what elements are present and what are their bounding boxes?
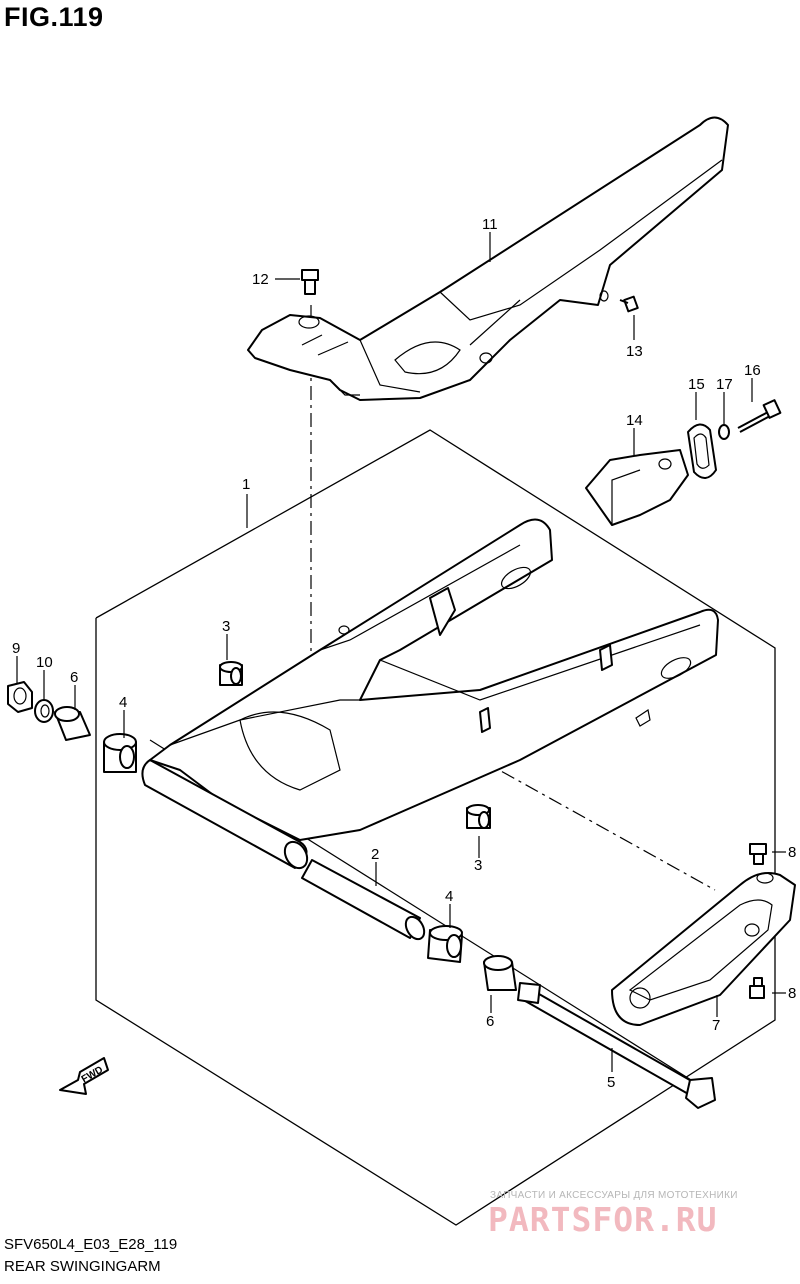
callout-13: 13 [626, 343, 643, 360]
callout-4-right: 4 [445, 888, 453, 905]
callout-16: 16 [744, 362, 761, 379]
callout-15: 15 [688, 376, 705, 393]
swingarm-pivot-tube [141, 759, 309, 870]
fwd-label: FWD [80, 1064, 105, 1085]
bolt-part-12[interactable] [301, 269, 319, 295]
callout-2: 2 [371, 846, 379, 863]
end-plate-part-15[interactable] [687, 423, 717, 479]
callout-5: 5 [607, 1074, 615, 1091]
chain-cover-part-11[interactable] [247, 116, 729, 401]
bolt-part-8-bottom[interactable] [749, 977, 765, 999]
callout-17: 17 [716, 376, 733, 393]
callout-8-top: 8 [788, 844, 796, 861]
diagram-name: REAR SWINGINGARM [4, 1258, 161, 1275]
washer-part-17[interactable] [718, 424, 730, 440]
model-code: SFV650L4_E03_E28_119 [4, 1236, 178, 1253]
washer-part-10[interactable] [34, 699, 54, 723]
bolt-part-8-top[interactable] [749, 843, 767, 865]
chain-adjuster-part-14[interactable] [585, 449, 689, 526]
spacer-part-6-right[interactable] [483, 955, 517, 991]
chain-guide-part-7[interactable] [611, 872, 796, 1026]
bearing-part-4-right[interactable] [427, 925, 463, 963]
callout-8-bottom: 8 [788, 985, 796, 1002]
collar-part-2[interactable] [301, 859, 428, 942]
callout-11: 11 [482, 216, 498, 233]
callout-9: 9 [12, 640, 20, 657]
figure-title: FIG.119 [4, 2, 104, 32]
pivot-shaft-part-5[interactable] [517, 982, 716, 1109]
callout-6-right: 6 [486, 1013, 494, 1030]
bolt-part-13[interactable] [619, 295, 639, 313]
forward-direction-arrow: FWD [59, 1057, 109, 1095]
nut-part-9[interactable] [7, 681, 33, 713]
bearing-part-4-left[interactable] [103, 733, 137, 773]
callout-6-left: 6 [70, 669, 78, 686]
callout-1: 1 [242, 476, 250, 493]
bushing-part-3-bottom[interactable] [466, 804, 491, 829]
watermark-tagline: ЗАПЧАСТИ И АКСЕССУАРЫ ДЛЯ МОТОТЕХНИКИ [490, 1190, 738, 1201]
swingarm-body[interactable] [149, 518, 719, 841]
callout-7: 7 [712, 1017, 720, 1034]
callout-3-bottom: 3 [474, 857, 482, 874]
spacer-part-6-left[interactable] [54, 706, 91, 741]
callout-10: 10 [36, 654, 53, 671]
watermark-brand: PARTSFOR.RU [488, 1200, 718, 1239]
callout-12: 12 [252, 271, 269, 288]
callout-4-left: 4 [119, 694, 127, 711]
bushing-part-3-top[interactable] [219, 661, 243, 686]
callout-3-top: 3 [222, 618, 230, 635]
callout-leader-lines [16, 232, 786, 1072]
callout-numbers: 1 2 3 3 4 4 5 6 6 7 8 8 9 10 11 12 13 14… [12, 216, 796, 1091]
swingarm-assembly-box [95, 429, 776, 1226]
callout-14: 14 [626, 412, 643, 429]
adjuster-bolt-part-16[interactable] [737, 399, 782, 433]
